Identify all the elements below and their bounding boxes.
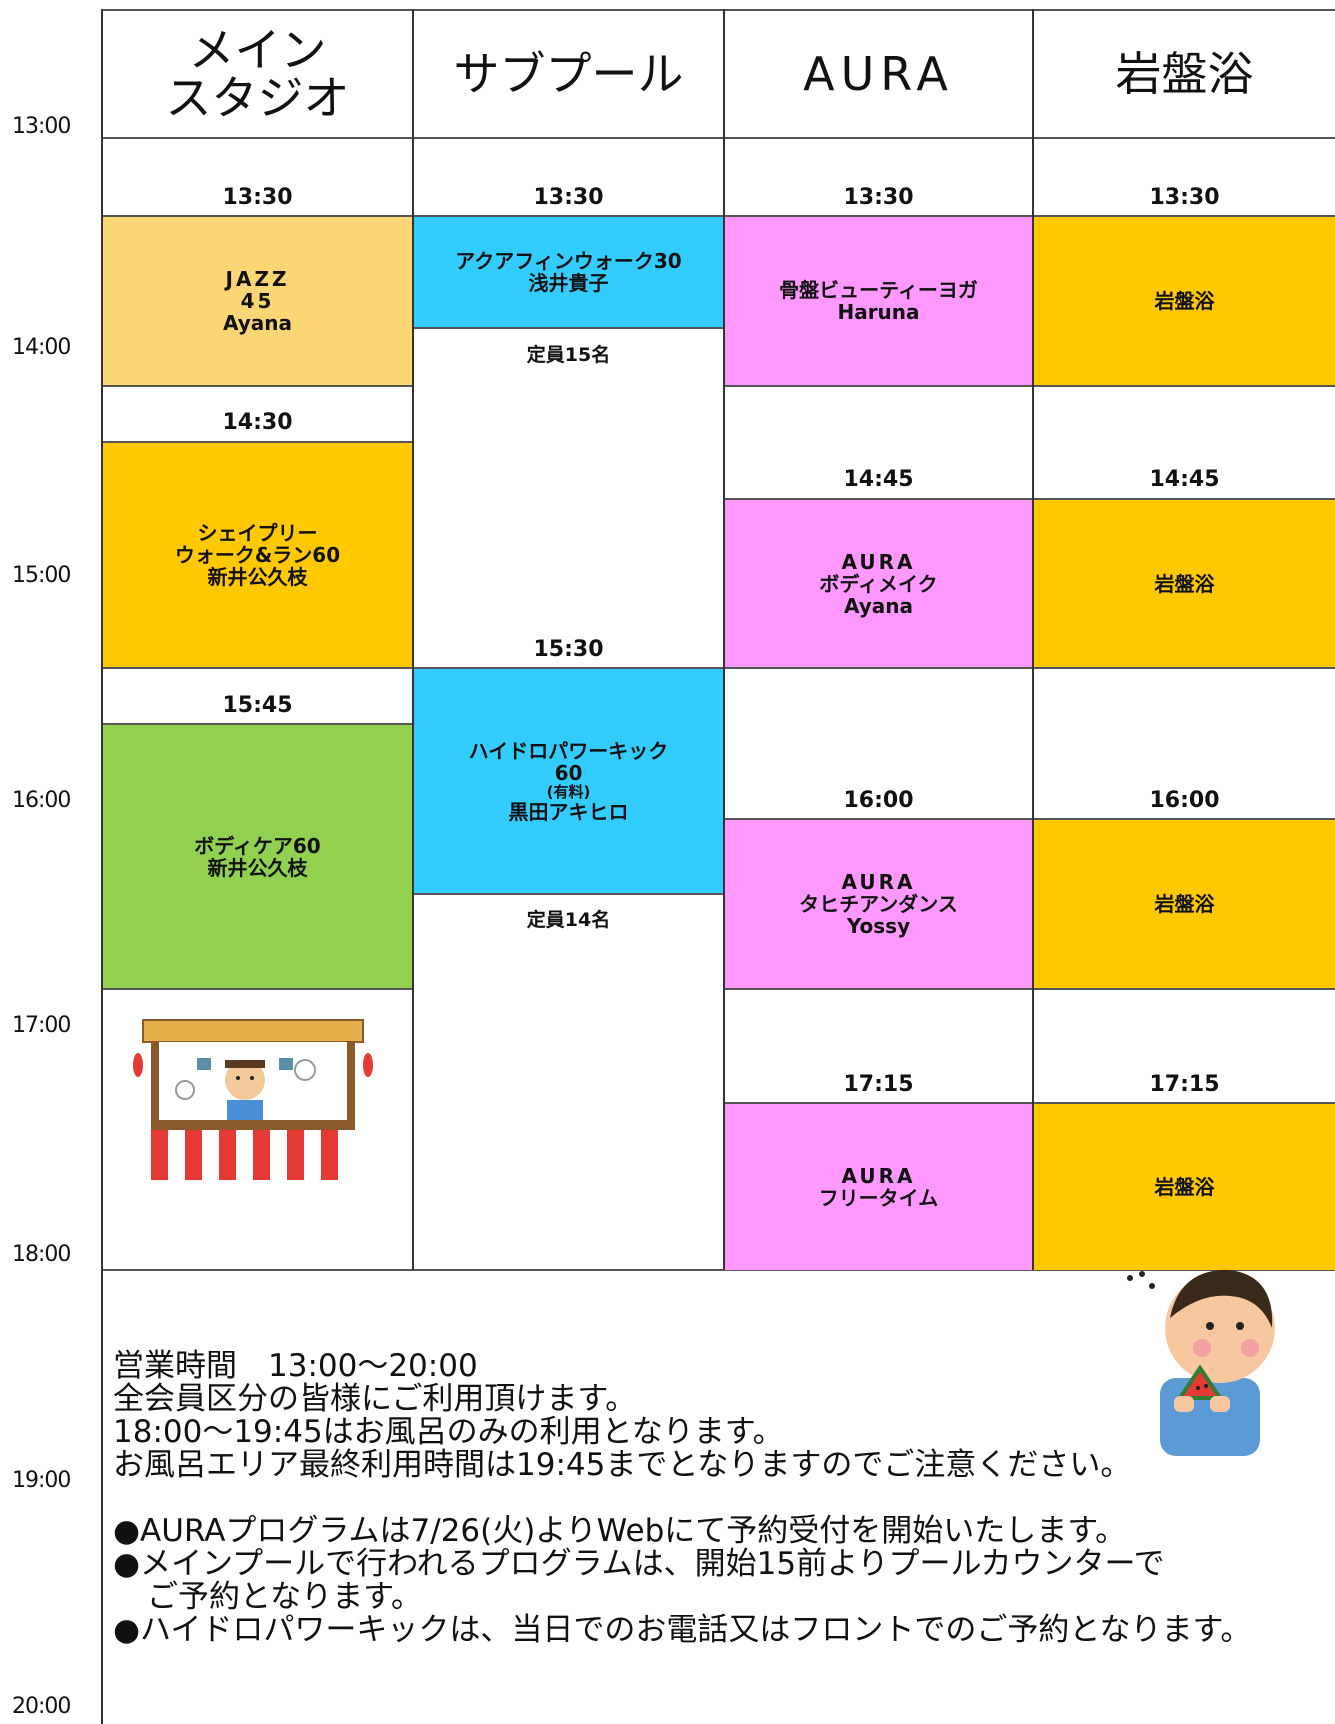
festival-stall-illustration [133, 1019, 373, 1180]
class-line: 岩盤浴 [1154, 892, 1215, 916]
start-time: 15:30 [533, 636, 604, 662]
start-time: 16:00 [1149, 787, 1220, 813]
column-header-main-studio: メイン スタジオ [103, 11, 412, 137]
col-divider-3 [1032, 9, 1034, 1270]
hour-label: 16:00 [12, 788, 71, 813]
class-block[interactable]: 岩盤浴 [1034, 1102, 1335, 1270]
start-time: 13:30 [1149, 184, 1220, 210]
start-time: 16:00 [843, 787, 914, 813]
start-time: 13:30 [843, 184, 914, 210]
frame-left [101, 9, 103, 1724]
column-header-aura: AURA [725, 11, 1032, 137]
class-block[interactable]: アクアフィンウォーク30 浅井貴子 [414, 215, 723, 329]
start-time: 14:30 [222, 409, 293, 435]
hour-label: 13:00 [12, 114, 71, 139]
class-line: AURA [841, 1164, 916, 1188]
class-line: (有料) [546, 782, 591, 801]
notes-spacer [113, 1482, 1251, 1515]
frame-top [103, 9, 1335, 11]
start-time: 17:15 [843, 1071, 914, 1097]
hour-label: 20:00 [12, 1694, 71, 1719]
col-divider-1 [412, 9, 414, 1270]
class-line: 60 [554, 760, 583, 785]
class-line: 新井公久枝 [207, 565, 308, 589]
class-line: 45 [240, 289, 275, 313]
notes-line: お風呂エリア最終利用時間は19:45までとなりますのでご注意ください。 [113, 1447, 1132, 1483]
class-block[interactable]: 岩盤浴 [1034, 215, 1335, 387]
class-block[interactable]: JAZZ 45 Ayana [103, 215, 412, 387]
hour-label: 17:00 [12, 1013, 71, 1038]
class-line: 岩盤浴 [1154, 289, 1215, 313]
hour-label: 14:00 [12, 335, 71, 360]
hour-label: 15:00 [12, 563, 71, 588]
notes-bullet-continuation: ご予約となります。 [147, 1579, 422, 1615]
start-time: 13:30 [533, 184, 604, 210]
col-divider-2 [723, 9, 725, 1270]
class-block[interactable]: 骨盤ビューティーヨガ Haruna [725, 215, 1032, 387]
class-line: 黒田アキヒロ [508, 799, 629, 824]
hour-label: 18:00 [12, 1242, 71, 1267]
class-line: 新井公久枝 [207, 855, 308, 880]
class-line: タヒチアンダンス [799, 892, 958, 916]
class-line: Haruna [837, 300, 920, 324]
class-block[interactable]: ハイドロパワーキック 60 (有料) 黒田アキヒロ [414, 667, 723, 895]
column-header-sub-pool: サブプール [414, 11, 723, 137]
class-line: ボディケア60 [194, 833, 321, 858]
class-block[interactable]: シェイプリー ウォーク&ラン60 新井公久枝 [103, 441, 412, 669]
class-block[interactable]: 岩盤浴 [1034, 818, 1335, 990]
notes-line: 全会員区分の皆様にご利用頂けます。 [113, 1381, 637, 1417]
start-time: 13:30 [222, 184, 293, 210]
class-line: 浅井貴子 [528, 271, 609, 295]
business-hours: 営業時間 13:00〜20:00 [113, 1348, 478, 1384]
column-header-line: メイン [188, 23, 327, 77]
class-block[interactable]: ボディケア60 新井公久枝 [103, 723, 412, 990]
boy-eating-watermelon-illustration [1127, 1269, 1275, 1456]
class-line: AURA [841, 549, 916, 574]
class-line: ハイドロパワーキック [468, 738, 669, 763]
class-block[interactable]: 岩盤浴 [1034, 498, 1335, 669]
column-header-line: AURA [803, 47, 954, 101]
start-time: 17:15 [1149, 1071, 1220, 1097]
class-line: JAZZ [225, 267, 290, 291]
start-time: 14:45 [843, 466, 914, 492]
start-time: 15:45 [222, 692, 293, 718]
notes-bullet: ●AURAプログラムは7/26(火)よりWebにて予約受付を開始いたします。 [113, 1513, 1127, 1549]
class-line: シェイプリー [197, 521, 318, 545]
column-header-line: サブプール [453, 47, 684, 101]
capacity-label: 定員14名 [526, 909, 611, 931]
class-line: Ayana [843, 593, 914, 618]
class-line: 岩盤浴 [1154, 1175, 1215, 1199]
class-line: 岩盤浴 [1154, 571, 1215, 596]
capacity-label: 定員15名 [526, 344, 611, 366]
class-line: フリータイム [818, 1186, 939, 1210]
header-bottom-line [103, 137, 1335, 139]
class-line: アクアフィンウォーク30 [455, 249, 682, 273]
notes-section: 営業時間 13:00〜20:00 全会員区分の皆様にご利用頂けます。 18:00… [113, 1350, 1251, 1647]
column-header-ganbanyoku: 岩盤浴 [1034, 11, 1335, 137]
class-block[interactable]: AURA タヒチアンダンス Yossy [725, 818, 1032, 990]
class-line: ウォーク&ラン60 [174, 543, 341, 567]
class-line: Yossy [846, 914, 911, 938]
class-line: Ayana [222, 311, 293, 335]
schedule-bottom-line [103, 1269, 1335, 1271]
notes-bullet: ●ハイドロパワーキックは、当日でのお電話又はフロントでのご予約となります。 [113, 1612, 1252, 1648]
notes-line: 18:00〜19:45はお風呂のみの利用となります。 [113, 1414, 784, 1450]
start-time: 14:45 [1149, 466, 1220, 492]
hour-label: 19:00 [12, 1468, 71, 1493]
column-header-line: スタジオ [165, 71, 350, 125]
column-header-line: 岩盤浴 [1115, 47, 1254, 101]
class-block[interactable]: AURA ボディメイク Ayana [725, 498, 1032, 669]
class-line: ボディメイク [819, 571, 938, 596]
notes-bullet: ●メインプールで行われるプログラムは、開始15前よりプールカウンターで [113, 1546, 1165, 1582]
class-block[interactable]: AURA フリータイム [725, 1102, 1032, 1270]
class-line: AURA [841, 870, 916, 894]
class-line: 骨盤ビューティーヨガ [779, 278, 978, 302]
